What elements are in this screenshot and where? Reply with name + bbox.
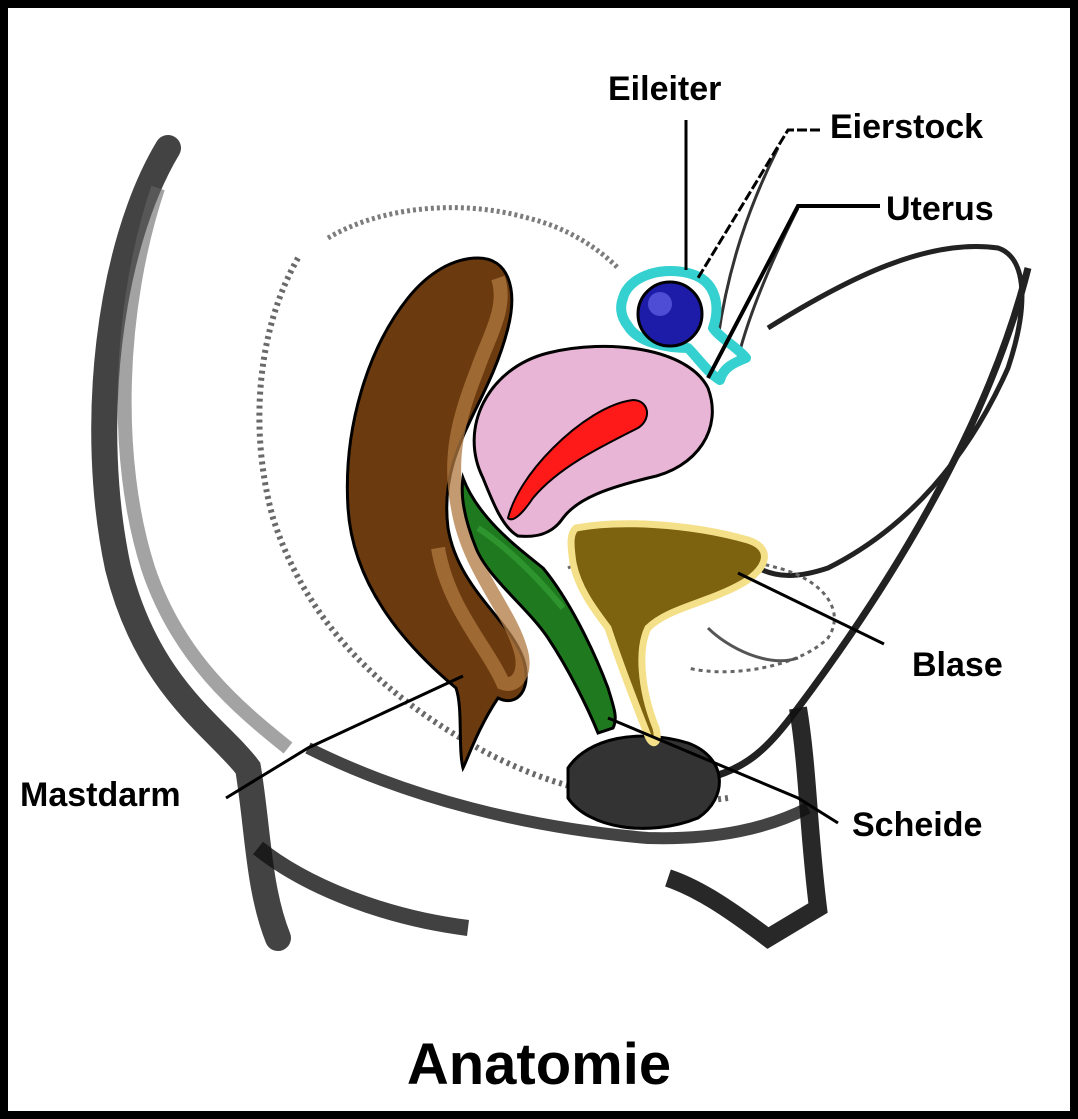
label-eileiter: Eileiter — [608, 72, 721, 106]
label-scheide: Scheide — [852, 808, 982, 842]
diagram-canvas — [8, 8, 1070, 1111]
label-blase: Blase — [912, 648, 1003, 682]
diagram-title: Anatomie — [0, 1036, 1078, 1094]
ovary-shape — [638, 282, 702, 346]
pelvis-anatomy-drawing — [8, 8, 1070, 1111]
label-uterus: Uterus — [886, 192, 994, 226]
label-mastdarm: Mastdarm — [20, 778, 181, 812]
label-eierstock: Eierstock — [830, 110, 983, 144]
